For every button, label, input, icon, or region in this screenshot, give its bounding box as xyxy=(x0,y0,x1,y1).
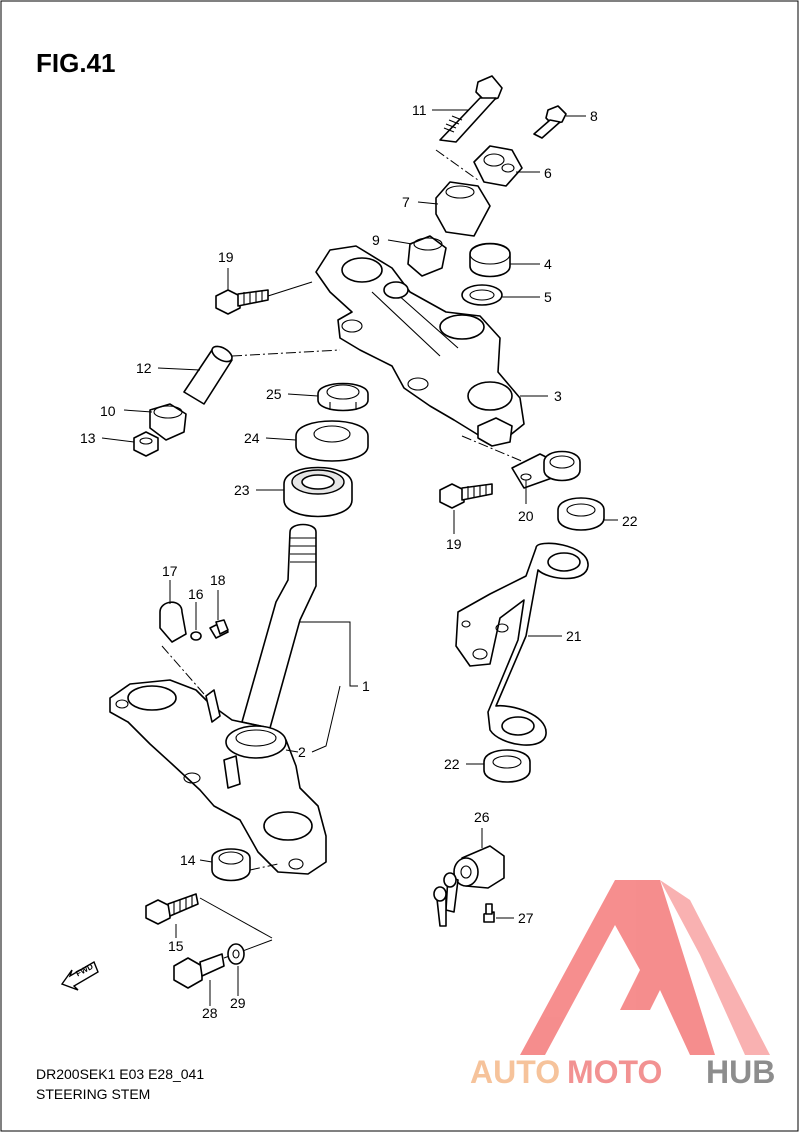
part-27-screw xyxy=(483,903,495,923)
part-16-washer xyxy=(190,631,202,641)
callout-9: 9 xyxy=(372,232,380,248)
callout-18: 18 xyxy=(210,572,226,588)
part-22-grommet-upper xyxy=(543,450,581,482)
callout-19-upper: 19 xyxy=(218,249,234,265)
callout-21: 21 xyxy=(566,628,582,644)
part-10-cushion xyxy=(149,403,187,441)
part-22-grommet-mid xyxy=(557,497,605,531)
part-13-nut xyxy=(133,431,159,457)
watermark-text-auto: AUTO xyxy=(470,1054,560,1090)
callout-23: 23 xyxy=(234,482,250,498)
part-29-washer xyxy=(227,943,245,965)
section-name: STEERING STEM xyxy=(36,1086,150,1102)
callout-19-lower: 19 xyxy=(446,536,462,552)
fwd-arrow-icon: FWD xyxy=(60,960,99,991)
callout-12: 12 xyxy=(136,360,152,376)
callout-14: 14 xyxy=(180,852,196,868)
callout-15: 15 xyxy=(168,938,184,954)
callout-27: 27 xyxy=(518,910,534,926)
callout-28: 28 xyxy=(202,1005,218,1021)
part-8-bolt xyxy=(533,105,567,139)
watermark-triangle xyxy=(520,880,715,1055)
callout-25: 25 xyxy=(266,386,282,402)
watermark-logo: AUTO MOTO HUB xyxy=(470,880,775,1090)
watermark-text-moto: MOTO xyxy=(567,1054,662,1090)
part-5-washer xyxy=(461,284,503,306)
part-23-bearing xyxy=(283,466,353,518)
callout-22-lower: 22 xyxy=(444,756,460,772)
part-6-holder xyxy=(473,145,523,187)
figure-title: FIG.41 xyxy=(36,48,115,78)
callout-10: 10 xyxy=(100,403,116,419)
callout-13: 13 xyxy=(80,430,96,446)
part-17-clamp xyxy=(159,601,205,695)
callout-1: 1 xyxy=(362,678,370,694)
callout-16: 16 xyxy=(188,586,204,602)
callout-20: 20 xyxy=(518,508,534,524)
callout-4: 4 xyxy=(544,256,552,272)
part-19-bolt-upper xyxy=(215,281,313,315)
part-11-bolt xyxy=(435,75,503,181)
part-25-nut xyxy=(317,382,369,412)
model-code: DR200SEK1 E03 E28_041 xyxy=(36,1066,204,1082)
leader-lines xyxy=(101,109,618,1006)
part-22-grommet-lower xyxy=(483,749,531,783)
callout-29: 29 xyxy=(230,995,246,1011)
callout-5: 5 xyxy=(544,289,552,305)
callout-2: 2 xyxy=(298,744,306,760)
part-3-upper-bracket xyxy=(315,245,525,463)
callout-8: 8 xyxy=(590,108,598,124)
part-12-cylinder xyxy=(183,345,341,405)
watermark-triangle-2 xyxy=(660,880,770,1055)
callout-22-upper: 22 xyxy=(622,513,638,529)
callout-26: 26 xyxy=(474,809,490,825)
callout-24: 24 xyxy=(244,430,260,446)
part-14-grommet xyxy=(211,848,279,882)
callout-17: 17 xyxy=(162,563,178,579)
part-24-seal xyxy=(295,420,369,462)
callout-3: 3 xyxy=(554,388,562,404)
part-26-ignition-switch xyxy=(433,845,505,927)
part-21-bracket xyxy=(455,542,589,746)
callout-7: 7 xyxy=(402,194,410,210)
callout-labels: 11 8 6 7 9 19 4 5 12 3 25 10 13 24 23 20… xyxy=(80,102,638,1021)
callout-6: 6 xyxy=(544,165,552,181)
part-4-cap xyxy=(469,242,511,278)
part-7-holder xyxy=(435,181,491,237)
part-28-bolt xyxy=(173,939,273,989)
part-15-bolt xyxy=(145,893,273,939)
part-19-bolt-lower xyxy=(439,483,493,509)
part-9-cushion xyxy=(407,235,447,277)
callout-11: 11 xyxy=(412,102,427,118)
part-18-screw xyxy=(209,619,229,639)
part-1-steering-stem xyxy=(109,523,327,875)
watermark-text-hub: HUB xyxy=(706,1054,775,1090)
